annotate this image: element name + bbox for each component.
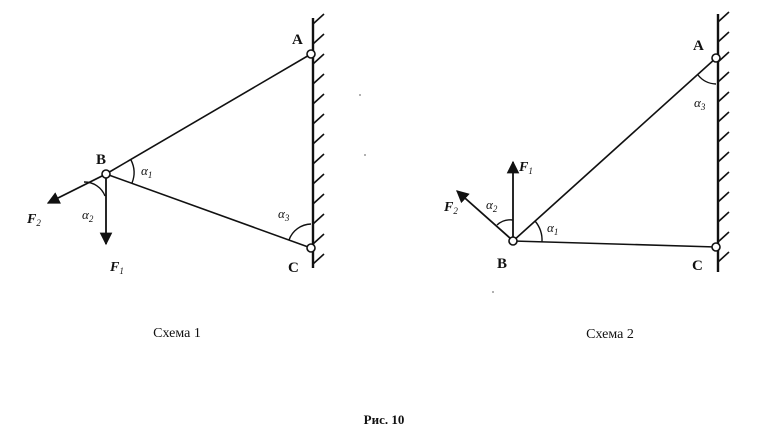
scheme1-hinge-c: [306, 243, 316, 253]
scheme1-label-c: C: [288, 260, 299, 276]
scheme1-wall: [311, 13, 325, 268]
scheme1-force-f2-arrow: [46, 174, 105, 204]
scheme1-label-f1: F1: [109, 260, 124, 276]
scheme2-caption: Схема 2: [586, 327, 634, 342]
scheme1-angle-a1-arc: [130, 159, 135, 184]
scheme1-bar-ab: [105, 53, 312, 175]
scheme2-angle-a2-arc: [496, 219, 514, 226]
scheme1-label-a1: α1: [141, 163, 152, 180]
scheme2-angle-a1-arc: [534, 220, 543, 243]
scheme2-hinge-a: [711, 53, 721, 63]
scheme2-label-a1: α1: [547, 220, 558, 237]
scheme2-label-a2: α2: [486, 197, 498, 214]
scheme1-hinge-a: [306, 49, 316, 59]
scan-speck: [359, 94, 361, 96]
figure-caption: Рис. 10: [364, 412, 405, 427]
scheme1-caption: Схема 1: [153, 326, 201, 341]
scheme1-label-f2: F2: [26, 212, 41, 228]
scheme1-label-b: B: [96, 152, 106, 168]
scheme1-angle-a2-arc: [83, 181, 106, 197]
scheme-2: A B C α1 α2 α3 F1 F2 Схема 2: [443, 11, 730, 342]
scheme2-label-f2: F2: [443, 200, 458, 216]
scheme1-label-a2: α2: [82, 207, 94, 224]
scan-speck: [492, 291, 494, 293]
scheme2-force-f2-arrow: [456, 190, 512, 240]
scheme2-label-f1: F1: [518, 160, 533, 176]
scheme1-bar-bc: [105, 173, 312, 249]
scheme2-label-b: B: [497, 256, 507, 272]
scheme1-label-a3: α3: [278, 206, 290, 223]
scheme2-wall: [716, 11, 730, 272]
scheme2-angle-a3-arc: [697, 74, 717, 85]
scheme2-hinge-c: [711, 242, 721, 252]
scheme2-bar-ba: [512, 57, 717, 242]
scheme2-label-a3: α3: [694, 95, 706, 112]
scheme1-angle-a3-arc: [288, 223, 312, 241]
scheme2-hinge-b: [508, 236, 518, 246]
scheme1-label-a: A: [292, 32, 303, 48]
scan-speck: [364, 154, 366, 156]
scheme-1: A B C α1 α2 α3 F1 F2 Схема 1: [26, 13, 325, 341]
scheme2-label-c: C: [692, 258, 703, 274]
scheme2-bar-bc: [512, 240, 717, 248]
scheme1-hinge-b: [101, 169, 111, 179]
scheme2-label-a: A: [693, 38, 704, 54]
